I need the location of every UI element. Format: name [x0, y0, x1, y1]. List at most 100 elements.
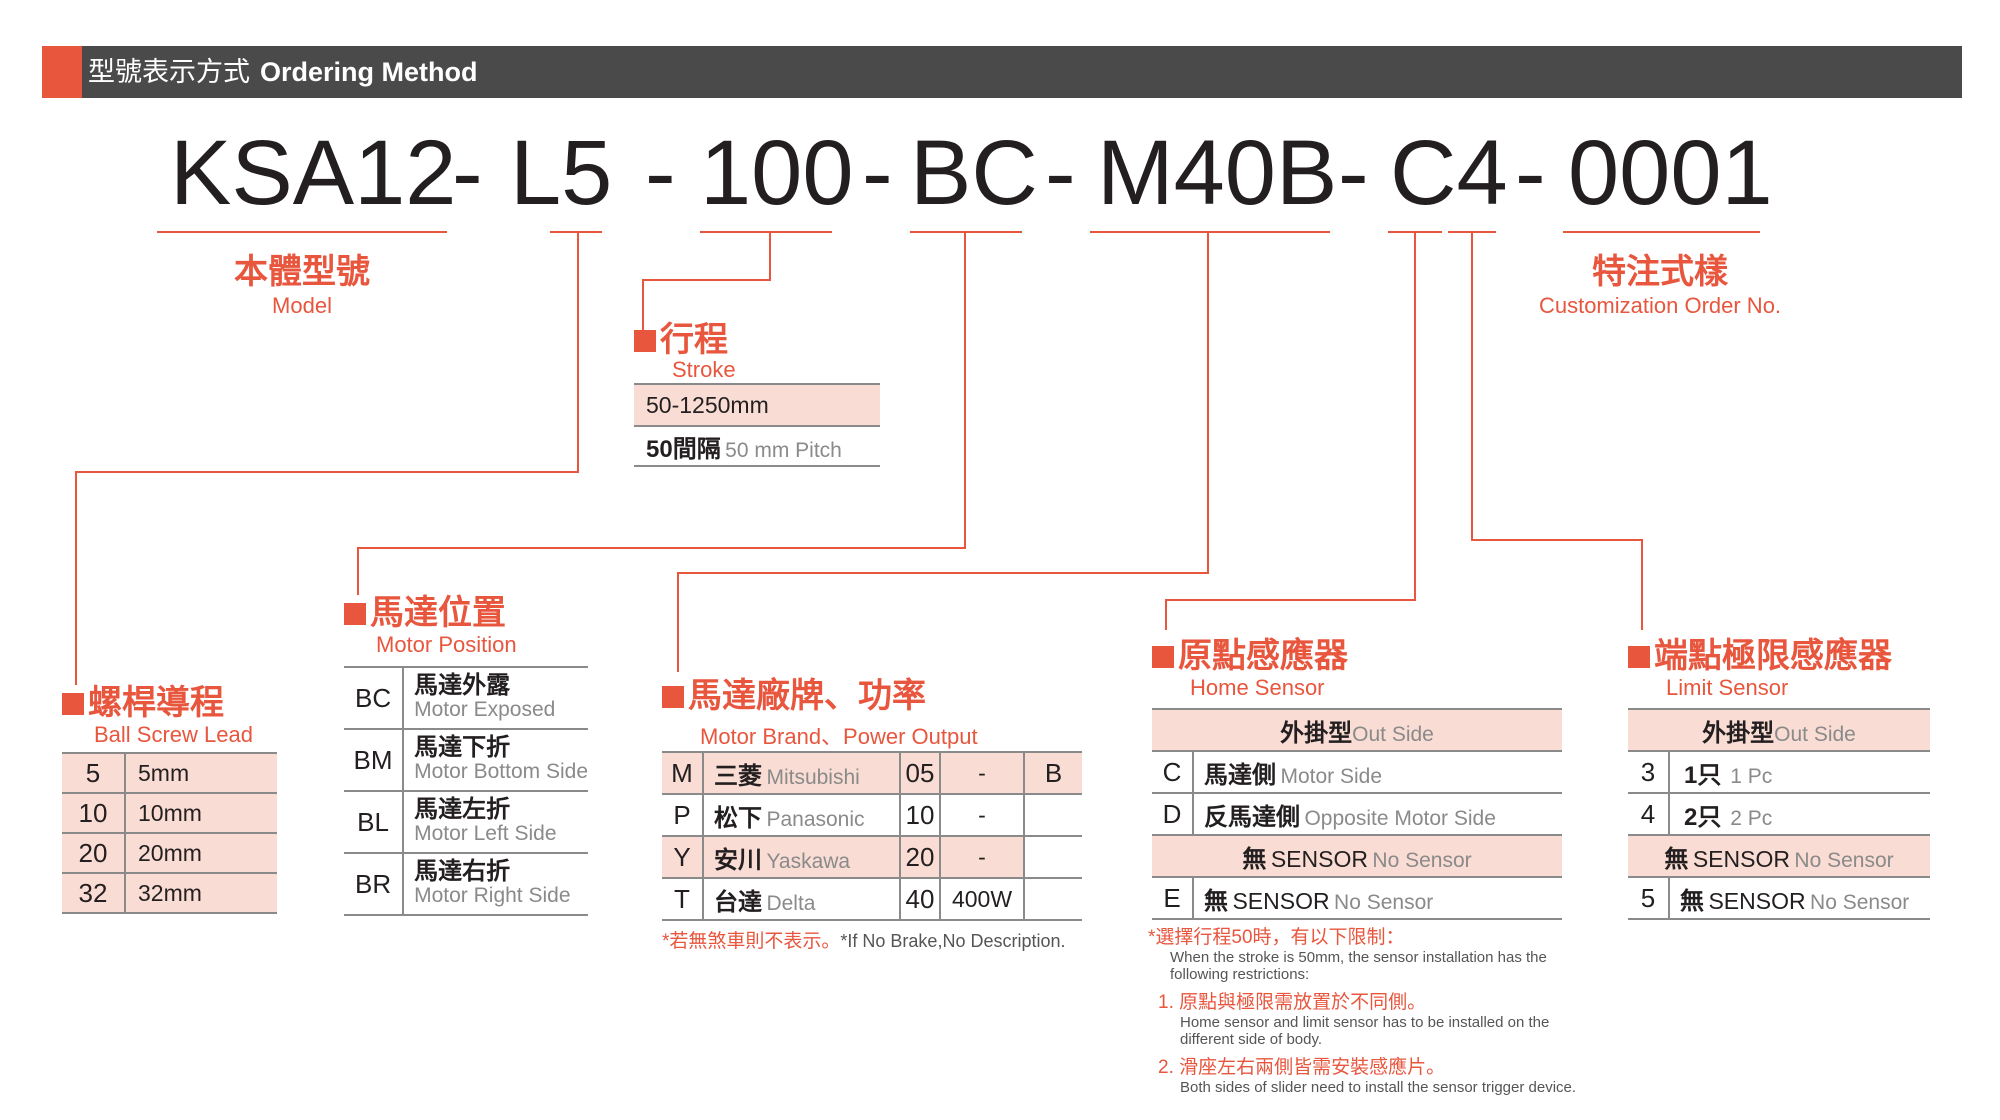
- motor-brand-cell: 台達 Delta: [703, 878, 901, 921]
- connector-motor: [677, 232, 1209, 672]
- limit-caption-zh: 端點極限感應器: [1654, 637, 1892, 675]
- limit-none-zh: 無: [1664, 845, 1689, 873]
- header-accent: [42, 46, 82, 98]
- table-row: M 三菱 Mitsubishi 05 - B: [662, 751, 1082, 795]
- table-row: 20 20mm: [62, 833, 277, 874]
- lead-code: 20: [62, 833, 126, 874]
- position-code: BL: [344, 791, 405, 854]
- home-en: Motor Side: [1280, 764, 1382, 788]
- motor-power-code: 05: [900, 751, 941, 795]
- home-caption-en: Home Sensor: [1190, 675, 1325, 700]
- lead-value: 10mm: [125, 793, 277, 834]
- motor-caption-en: Motor Brand、Power Output: [700, 724, 978, 749]
- home-desc: 反馬達側 Opposite Motor Side: [1193, 793, 1562, 836]
- home-en: Opposite Motor Side: [1304, 806, 1496, 830]
- bullet-square-icon: [62, 693, 84, 715]
- motor-brand-en: Panasonic: [766, 807, 865, 831]
- limit-caption: 端點極限感應器 Limit Sensor: [1628, 628, 1892, 701]
- table-row: 無 SENSOR No Sensor: [1628, 835, 1930, 878]
- position-caption: 馬達位置 Motor Position: [344, 585, 517, 658]
- lead-caption-zh: 螺桿導程: [88, 684, 224, 722]
- lead-value: 32mm: [125, 873, 277, 914]
- stroke-pitch-cell: 50間隔 50 mm Pitch: [634, 426, 880, 467]
- lead-value: 5mm: [125, 752, 277, 794]
- code-dash: -: [1515, 122, 1546, 224]
- home-code: D: [1152, 793, 1194, 836]
- custom-caption: 特注式樣 Customization Order No.: [1500, 244, 1820, 319]
- model-caption-zh: 本體型號: [234, 253, 370, 291]
- stroke-notes: *選擇行程50時，有以下限制： When the stroke is 50mm,…: [1148, 922, 1588, 1096]
- notes-title-en: When the stroke is 50mm, the sensor inst…: [1170, 949, 1547, 983]
- home-zh: 反馬達側: [1204, 803, 1300, 831]
- motor-brand-en: Delta: [766, 891, 816, 915]
- position-en: Motor Bottom Side: [414, 760, 588, 783]
- table-row: 32 32mm: [62, 873, 277, 914]
- table-row: Y 安川 Yaskawa 20 -: [662, 836, 1082, 879]
- home-caption: 原點感應器 Home Sensor: [1152, 628, 1348, 701]
- code-motor: M40B: [1097, 122, 1338, 224]
- motor-code: P: [662, 794, 704, 837]
- bullet-square-icon: [1152, 646, 1174, 668]
- motor-power-code: 40: [900, 878, 941, 921]
- connector-position: [357, 232, 966, 595]
- limit-desc: 2只 2 Pc: [1669, 793, 1930, 836]
- bullet-square-icon: [1628, 646, 1650, 668]
- code-model: KSA12: [170, 122, 457, 224]
- home-out-zh: 外掛型: [1280, 719, 1353, 747]
- home-table: 外掛型Out Side C 馬達側 Motor Side D 反馬達側 Oppo…: [1152, 708, 1562, 920]
- limit-none-en: No Sensor: [1794, 848, 1894, 872]
- note1-en: Home sensor and limit sensor has to be i…: [1180, 1014, 1550, 1048]
- position-zh: 馬達下折: [414, 734, 511, 761]
- motor-power: 400W: [940, 878, 1025, 921]
- stroke-caption-zh: 行程: [660, 321, 728, 359]
- lead-table: 5 5mm 10 10mm 20 20mm 32 32mm: [62, 752, 277, 914]
- position-code: BR: [344, 853, 405, 916]
- code-dash: -: [452, 122, 483, 224]
- table-row: 外掛型Out Side: [1152, 708, 1562, 752]
- limit-en: 1 Pc: [1730, 764, 1773, 788]
- stroke-range-cell: 50-1250mm: [634, 383, 880, 427]
- table-row: T 台達 Delta 40 400W: [662, 878, 1082, 921]
- code-stroke: 100: [700, 122, 854, 224]
- home-desc: 馬達側 Motor Side: [1193, 751, 1562, 794]
- position-caption-en: Motor Position: [376, 632, 517, 657]
- limit-en: 2 Pc: [1730, 806, 1773, 830]
- table-row: D 反馬達側 Opposite Motor Side: [1152, 793, 1562, 836]
- table-row: 5 無 SENSOR No Sensor: [1628, 877, 1930, 920]
- home-none-header: 無 SENSOR No Sensor: [1152, 835, 1562, 878]
- lead-caption-en: Ball Screw Lead: [94, 722, 253, 747]
- home-e-mid: SENSOR: [1232, 887, 1330, 914]
- limit-five-en: No Sensor: [1810, 890, 1910, 914]
- table-row: 外掛型Out Side: [1628, 708, 1930, 752]
- motor-brake: [1024, 794, 1082, 837]
- motor-brand-zh: 松下: [714, 804, 762, 832]
- limit-out-zh: 外掛型: [1702, 719, 1775, 747]
- motor-code: Y: [662, 836, 704, 879]
- code-position: BC: [910, 122, 1038, 224]
- motor-note-en: *If No Brake,No Description.: [840, 931, 1066, 951]
- position-en: Motor Right Side: [414, 884, 571, 907]
- table-row: 無 SENSOR No Sensor: [1152, 835, 1562, 878]
- model-caption-en: Model: [272, 293, 332, 318]
- motor-code: M: [662, 751, 704, 795]
- position-zh: 馬達右折: [414, 858, 511, 885]
- note1-zh: 1. 原點與極限需放置於不同側。: [1158, 992, 1427, 1013]
- stroke-caption-en: Stroke: [672, 357, 736, 382]
- home-none-zh: 無: [1242, 845, 1267, 873]
- position-zh: 馬達左折: [414, 796, 511, 823]
- home-caption-zh: 原點感應器: [1178, 637, 1348, 675]
- code-sensor: C4: [1390, 122, 1508, 224]
- home-e-en: No Sensor: [1334, 890, 1434, 914]
- motor-brand-zh: 安川: [714, 846, 762, 874]
- stroke-caption: 行程 Stroke: [634, 312, 814, 383]
- header-title-en: Ordering Method: [260, 57, 478, 87]
- motor-brand-en: Yaskawa: [766, 849, 851, 873]
- table-row: 10 10mm: [62, 793, 277, 834]
- motor-note: *若無煞車則不表示。*If No Brake,No Description.: [662, 926, 1066, 953]
